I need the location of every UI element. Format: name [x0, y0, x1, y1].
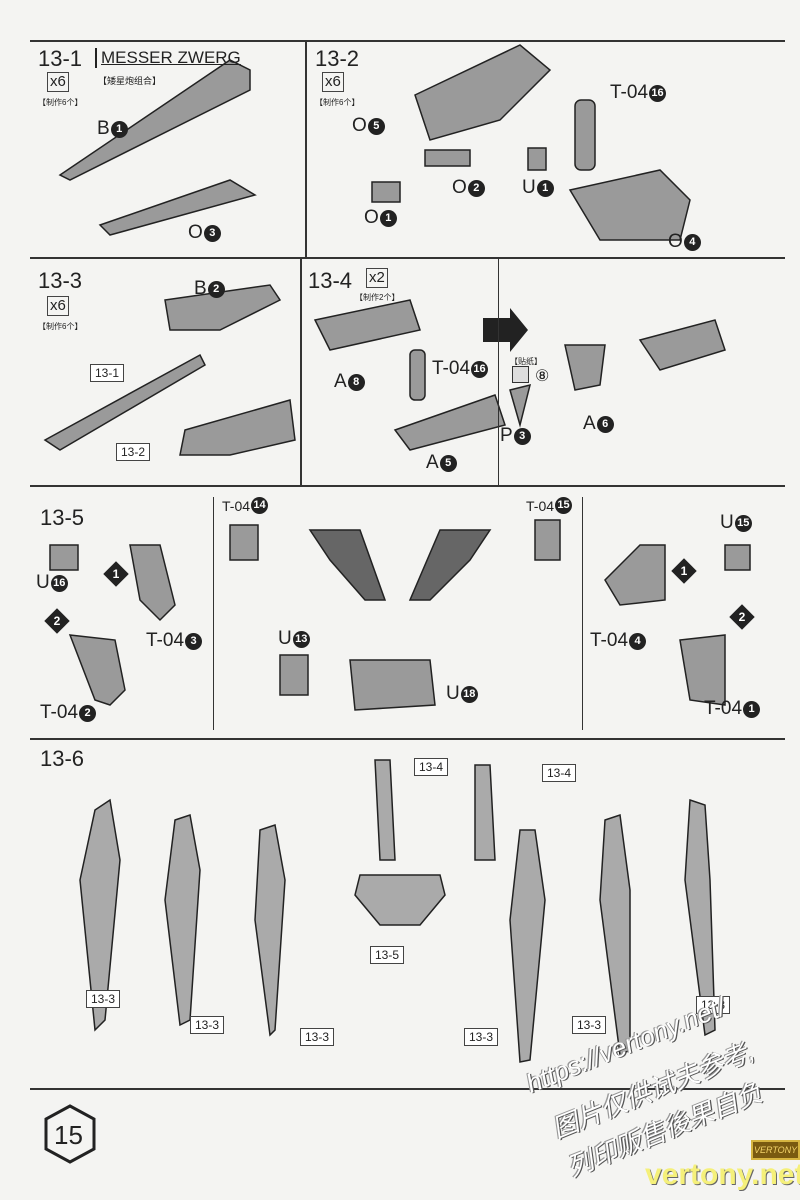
- quantity-note: 【制作6个】: [38, 322, 83, 331]
- step-marker-1: 1: [103, 561, 129, 587]
- step-13-6-title: 13-6: [40, 746, 85, 771]
- step-13-5-title: 13-5: [40, 505, 85, 530]
- step-13-2-title: 13-2: [315, 46, 360, 71]
- assembly-subtitle: 【矮星炮组合】: [98, 76, 162, 86]
- step-marker-2: 2: [729, 604, 755, 630]
- step-reference: 13-4: [414, 758, 449, 776]
- assembly-name: MESSER ZWERG: [95, 48, 241, 68]
- step-reference: 13-3: [572, 1016, 607, 1034]
- sticker-number: ⑧: [535, 368, 550, 385]
- sticker-icon: [512, 366, 529, 383]
- step-marker-1: 1: [671, 558, 697, 584]
- quantity-badge: x6: [47, 72, 69, 92]
- page-number-hexagon: [44, 1104, 96, 1164]
- quantity-badge: x2: [366, 268, 388, 288]
- step-13-3-title: 13-3: [38, 268, 83, 293]
- page-number: 15: [54, 1120, 83, 1150]
- step-reference: 13-3: [86, 990, 121, 1008]
- step-reference: 13-2: [116, 443, 151, 461]
- quantity-badge: x6: [47, 296, 69, 316]
- sticker-label: 【贴纸】: [510, 357, 542, 366]
- quantity-badge: x6: [322, 72, 344, 92]
- step-marker-2: 2: [44, 608, 70, 634]
- quantity-note: 【制作6个】: [315, 98, 360, 107]
- step-13-4-title: 13-4: [308, 268, 353, 293]
- step-reference: 13-3: [300, 1028, 335, 1046]
- step-reference: 13-4: [542, 764, 577, 782]
- step-reference: 13-3: [696, 996, 731, 1014]
- quantity-note: 【制作6个】: [38, 98, 83, 107]
- step-reference: 13-1: [90, 364, 125, 382]
- vertony-logo: VERTONY: [751, 1140, 800, 1160]
- step-13-1-title: 13-1: [38, 46, 83, 71]
- step-reference: 13-3: [190, 1016, 225, 1034]
- step-reference: 13-3: [464, 1028, 499, 1046]
- watermark-brand: vertony.net: [645, 1158, 800, 1191]
- step-reference: 13-5: [370, 946, 405, 964]
- quantity-note: 【制作2个】: [355, 293, 400, 302]
